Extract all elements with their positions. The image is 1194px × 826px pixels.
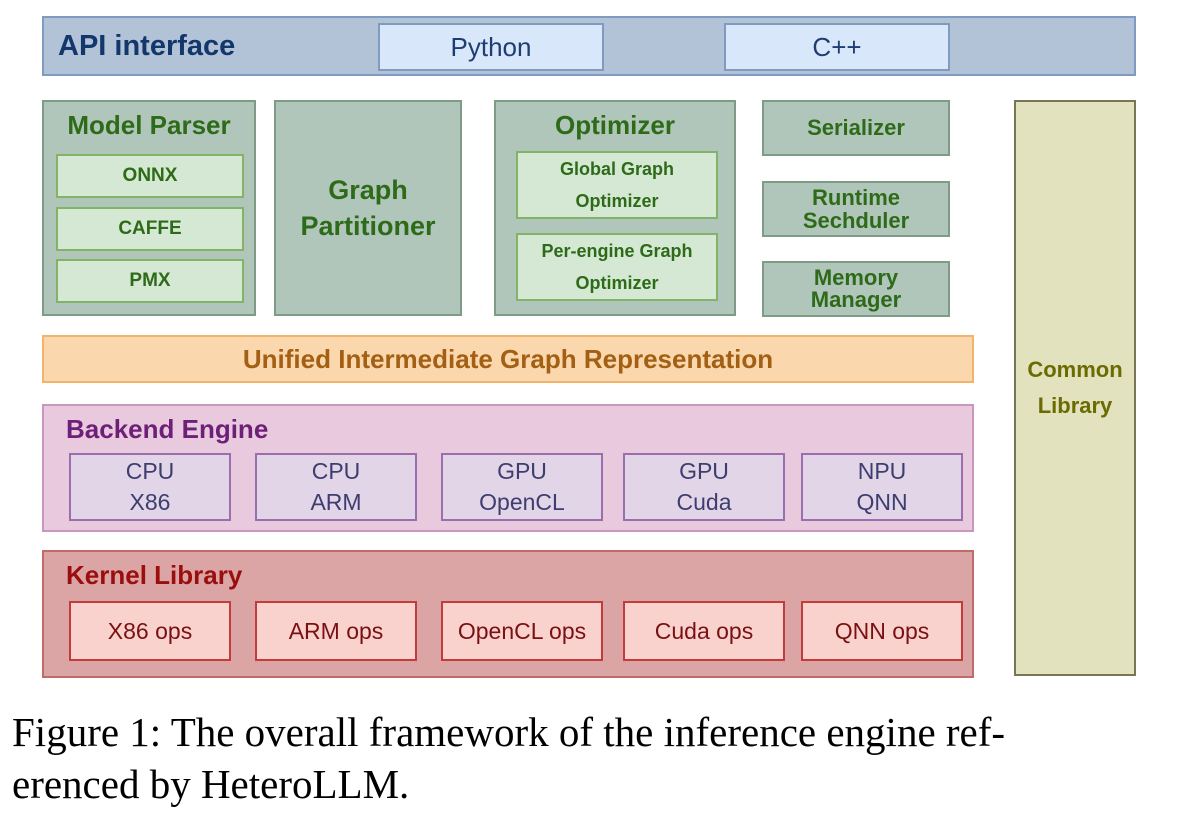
runtime-scheduler-box: Runtime Sechduler: [762, 181, 950, 237]
cpp-binding-box: C++: [724, 23, 950, 71]
kernel-library-title: Kernel Library: [66, 560, 243, 590]
parser-item-caffe: CAFFE: [56, 207, 244, 251]
runtime-scheduler-line2: Sechduler: [802, 208, 910, 233]
engine-line2: X86: [129, 489, 171, 515]
engine-line2: OpenCL: [479, 489, 565, 515]
engine-gpu-cuda: GPU Cuda: [623, 453, 785, 521]
memory-manager-box: Memory Manager: [762, 261, 950, 317]
kernel-op-cuda: Cuda ops: [623, 601, 785, 661]
parser-item-onnx: ONNX: [56, 154, 244, 198]
graph-partitioner-line1: Graph: [328, 175, 408, 205]
graph-partitioner-line2: Partitioner: [300, 211, 436, 241]
per-engine-graph-optimizer-line1: Per-engine Graph: [541, 241, 693, 261]
graph-partitioner-box: Graph Partitioner: [274, 100, 462, 316]
engine-line1: CPU: [125, 458, 175, 484]
engine-cpu-arm: CPU ARM: [255, 453, 417, 521]
runtime-scheduler-line1: Runtime: [812, 185, 900, 210]
common-library-line2: Library: [1037, 393, 1113, 418]
model-parser-title: Model Parser: [67, 109, 231, 140]
api-interface-layer: API interface Python C++: [42, 16, 1136, 76]
optimizer-box: Optimizer Global Graph Optimizer Per-eng…: [494, 100, 736, 316]
engine-line1: CPU: [311, 458, 361, 484]
global-graph-optimizer-box: Global Graph Optimizer: [516, 151, 718, 219]
engine-line1: GPU: [497, 458, 547, 484]
caption-line1: Figure 1: The overall framework of the i…: [12, 709, 1006, 755]
per-engine-graph-optimizer-line2: Optimizer: [575, 273, 659, 293]
memory-manager-line1: Memory: [813, 265, 899, 290]
global-graph-optimizer-line2: Optimizer: [575, 191, 659, 211]
caption-line2: erenced by HeteroLLM.: [12, 761, 410, 807]
model-parser-box: Model Parser ONNX CAFFE PMX: [42, 100, 256, 316]
parser-item-pmx: PMX: [56, 259, 244, 303]
kernel-op-x86: X86 ops: [69, 601, 231, 661]
serializer-box: Serializer: [762, 100, 950, 156]
unified-ir-layer: Unified Intermediate Graph Representatio…: [42, 335, 974, 383]
figure-caption: Figure 1: The overall framework of the i…: [12, 706, 1182, 810]
engine-npu-qnn: NPU QNN: [801, 453, 963, 521]
kernel-op-opencl: OpenCL ops: [441, 601, 603, 661]
engine-line1: NPU: [857, 458, 907, 484]
per-engine-graph-optimizer-box: Per-engine Graph Optimizer: [516, 233, 718, 301]
common-library-line1: Common: [1027, 357, 1123, 382]
kernel-library-layer: Kernel Library X86 ops ARM ops OpenCL op…: [42, 550, 974, 678]
common-library-box: Common Library: [1014, 100, 1136, 676]
backend-engine-title: Backend Engine: [66, 414, 269, 444]
api-interface-title: API interface: [58, 29, 236, 62]
global-graph-optimizer-line1: Global Graph: [559, 159, 674, 179]
engine-gpu-opencl: GPU OpenCL: [441, 453, 603, 521]
engine-line2: Cuda: [676, 489, 732, 515]
engine-line2: ARM: [310, 489, 362, 515]
engine-line2: QNN: [856, 489, 908, 515]
engine-cpu-x86: CPU X86: [69, 453, 231, 521]
engine-line1: GPU: [679, 458, 729, 484]
optimizer-title: Optimizer: [555, 109, 675, 140]
python-binding-box: Python: [378, 23, 604, 71]
kernel-op-arm: ARM ops: [255, 601, 417, 661]
backend-engine-layer: Backend Engine CPU X86 CPU ARM GPU OpenC…: [42, 404, 974, 532]
memory-manager-line2: Manager: [810, 287, 902, 312]
kernel-op-qnn: QNN ops: [801, 601, 963, 661]
